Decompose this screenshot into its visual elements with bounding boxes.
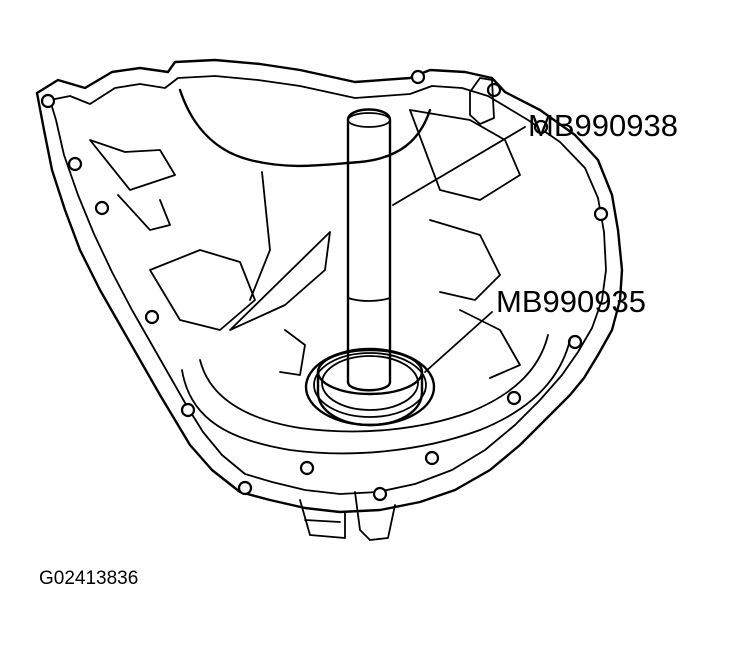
housing-lower-mount: [299, 491, 396, 541]
leader-line-tool-lower: [424, 311, 493, 373]
housing-internal-ribs: [89, 77, 521, 379]
callout-label-tool-lower: MB990935: [496, 284, 646, 319]
flange-bolt-holes: [40, 69, 609, 502]
figure-id: G02413836: [39, 568, 138, 589]
housing-flange-outline: [35, 58, 624, 514]
callout-label-tool-upper: MB990938: [528, 108, 678, 143]
housing-inner-bore: [178, 88, 571, 455]
handle-bar-mb990938: [346, 108, 392, 392]
installer-disc-mb990935: [316, 348, 424, 427]
leader-line-tool-upper: [392, 126, 526, 206]
